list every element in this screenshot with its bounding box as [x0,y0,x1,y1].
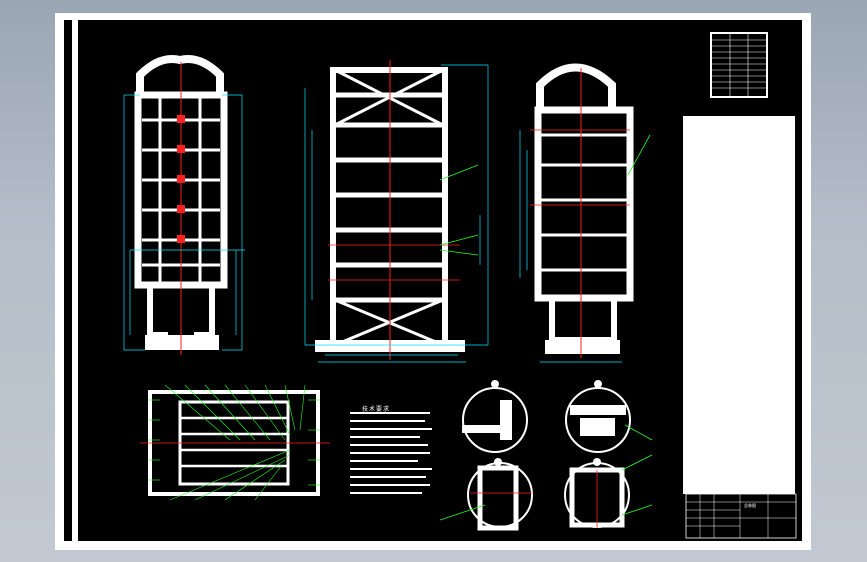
title-block-label: 总装图 [744,503,756,508]
technical-notes [350,412,432,494]
drawing-frame [64,20,802,541]
detail-iv [564,454,653,528]
detail-i [462,380,528,453]
front-view [123,55,245,355]
binding-margin [72,20,78,541]
detail-ii [565,380,653,453]
side-view [304,60,489,363]
notes-title: 技术要求 [362,406,391,413]
title-block [685,493,797,539]
parts-table [710,32,768,98]
rear-view [519,63,651,363]
detail-iii [439,458,533,531]
blank-title-area [683,116,795,494]
section-view [140,384,330,501]
